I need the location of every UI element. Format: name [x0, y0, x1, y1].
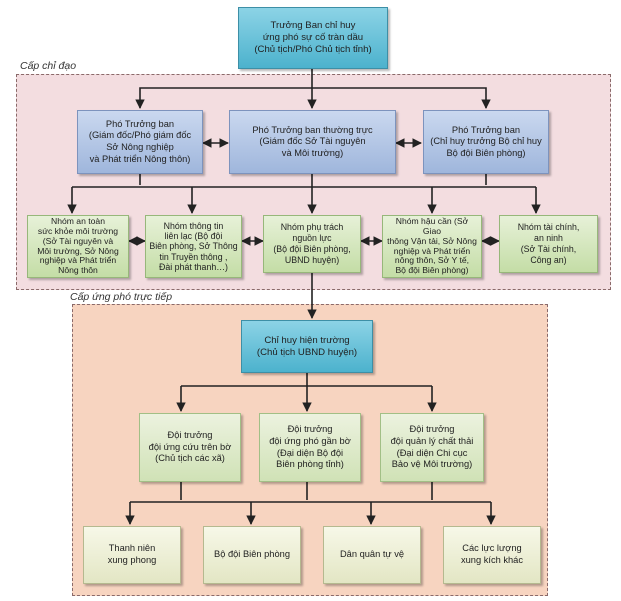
deputy-border-text: Phó Trưởng ban (Chỉ huy trưởng Bộ chỉ hu…	[430, 124, 542, 158]
deputy-border-box: Phó Trưởng ban (Chỉ huy trưởng Bộ chỉ hu…	[423, 110, 549, 174]
direct-response-level-label: Cấp ứng phó trực tiếp	[70, 291, 173, 303]
force-border-guard-box: Bộ đội Biên phòng	[203, 526, 301, 584]
group-comm-box: Nhóm thông tin liên lạc (Bộ đội Biên phò…	[145, 215, 242, 278]
head-commander-text: Trưởng Ban chỉ huy ứng phó sự cố tràn dầ…	[254, 20, 372, 55]
team-waste-box: Đội trưởng đội quản lý chất thải (Đại di…	[380, 413, 484, 482]
field-commander-text: Chỉ huy hiện trường (Chủ tịch UBND huyện…	[256, 334, 358, 358]
direction-level-label: Cấp chỉ đạo	[20, 60, 77, 72]
deputy-standing-text: Phó Trưởng ban thường trực (Giám đốc Sở …	[252, 124, 373, 158]
group-finance-box: Nhóm tài chính, an ninh (Sở Tài chính, C…	[499, 215, 598, 273]
deputy-standing-box: Phó Trưởng ban thường trực (Giám đốc Sở …	[229, 110, 396, 174]
group-finance-text: Nhóm tài chính, an ninh (Sở Tài chính, C…	[517, 222, 580, 265]
force-militia-box: Dân quân tự vệ	[323, 526, 421, 584]
group-health-text: Nhóm an toàn sức khỏe môi trường (Sở Tài…	[37, 215, 119, 276]
head-commander-box: Trưởng Ban chỉ huy ứng phó sự cố tràn dầ…	[238, 7, 388, 69]
group-health-box: Nhóm an toàn sức khỏe môi trường (Sở Tài…	[27, 215, 129, 278]
deputy-agri-box: Phó Trưởng ban (Giám đốc/Phó giám đốc Sở…	[77, 110, 203, 174]
force-youth-text: Thanh niên xung phong	[107, 543, 157, 565]
group-resources-text: Nhóm phụ trách nguồn lực (Bộ đội Biên ph…	[273, 222, 351, 265]
team-nearshore-box: Đội trưởng đội ứng phó gần bờ (Đại diện …	[259, 413, 361, 482]
team-nearshore-text: Đội trưởng đội ứng phó gần bờ (Đại diện …	[269, 424, 351, 470]
group-comm-text: Nhóm thông tin liên lạc (Bộ đội Biên phò…	[149, 221, 238, 272]
group-logistics-box: Nhóm hậu cần (Sở Giao thông Vận tải, Sở …	[382, 215, 482, 278]
force-shock-box: Các lực lượng xung kích khác	[443, 526, 541, 584]
group-resources-box: Nhóm phụ trách nguồn lực (Bộ đội Biên ph…	[263, 215, 361, 273]
arrow-head-to-deputy-agri	[135, 87, 312, 109]
force-militia-text: Dân quân tự vệ	[339, 549, 405, 560]
deputy-agri-text: Phó Trưởng ban (Giám đốc/Phó giám đốc Sở…	[88, 118, 192, 164]
team-waste-text: Đội trưởng đội quản lý chất thải (Đại di…	[390, 424, 474, 470]
arrow-head-to-deputy-border	[312, 87, 491, 109]
force-youth-box: Thanh niên xung phong	[83, 526, 181, 584]
force-border-guard-text: Bộ đội Biên phòng	[214, 549, 290, 560]
group-logistics-text: Nhóm hậu cần (Sở Giao thông Vận tải, Sở …	[387, 215, 477, 276]
field-commander-box: Chỉ huy hiện trường (Chủ tịch UBND huyện…	[241, 320, 373, 373]
team-onshore-box: Đội trưởng đội ứng cứu trên bờ (Chủ tịch…	[139, 413, 241, 482]
team-onshore-text: Đội trưởng đội ứng cứu trên bờ (Chủ tịch…	[148, 430, 232, 464]
force-shock-text: Các lực lượng xung kích khác	[460, 543, 523, 565]
